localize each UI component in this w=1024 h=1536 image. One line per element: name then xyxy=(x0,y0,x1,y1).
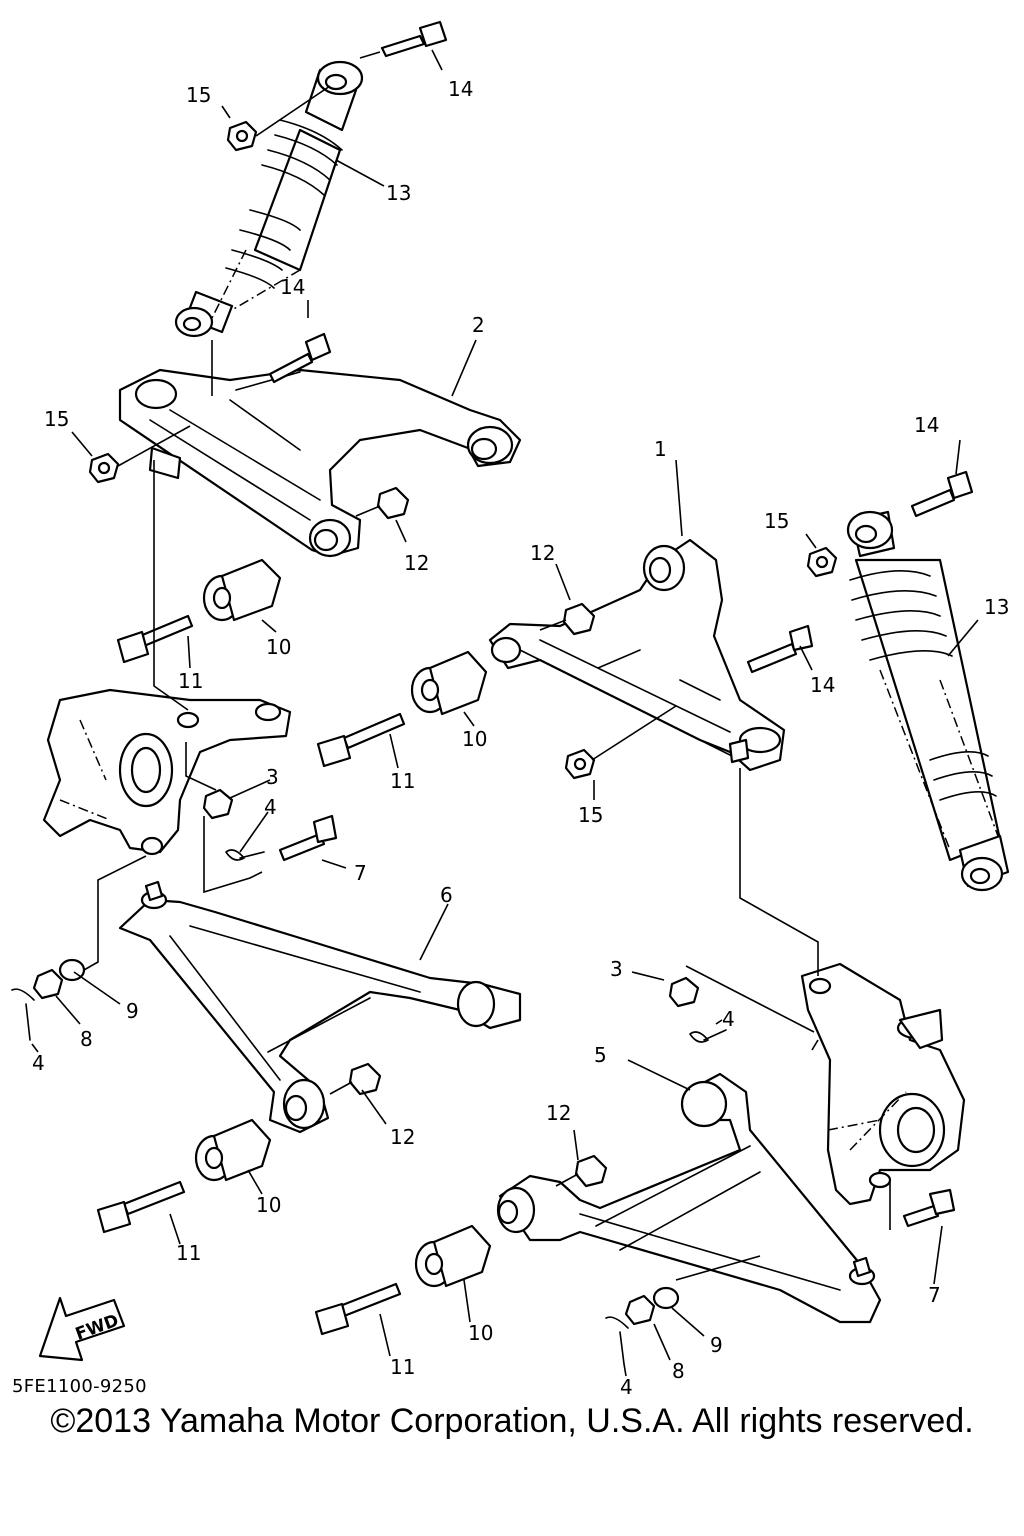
cotter-pin-left-upper[interactable] xyxy=(225,849,265,861)
callout-4: 4 xyxy=(722,1007,735,1031)
upper-arm-left[interactable] xyxy=(488,538,786,772)
callout-10: 10 xyxy=(266,635,291,659)
callout-15: 15 xyxy=(764,509,789,533)
shock-absorber-right[interactable] xyxy=(846,510,1010,892)
callout-12: 12 xyxy=(530,541,555,565)
bolt-arm-right-rear[interactable] xyxy=(268,332,332,384)
callout-4: 4 xyxy=(32,1051,45,1075)
callout-4: 4 xyxy=(264,795,277,819)
callout-1: 1 xyxy=(654,437,667,461)
callout-9: 9 xyxy=(710,1333,723,1357)
cotter-pin-lower-right[interactable] xyxy=(605,1316,629,1365)
callout-13: 13 xyxy=(386,181,411,205)
collar-upper-left[interactable] xyxy=(539,602,596,636)
bolt-bushing-upper-left[interactable] xyxy=(316,712,406,768)
callout-leaders xyxy=(31,49,979,1377)
bushing-upper-left[interactable] xyxy=(410,650,488,716)
bolt-shock-upper-left[interactable] xyxy=(359,20,448,59)
callout-15: 15 xyxy=(44,407,69,431)
callout-10: 10 xyxy=(462,727,487,751)
callout-14: 14 xyxy=(810,673,835,697)
callout-8: 8 xyxy=(80,1027,93,1051)
callout-3: 3 xyxy=(610,957,623,981)
callout-14: 14 xyxy=(914,413,939,437)
callout-8: 8 xyxy=(672,1359,685,1383)
nut-lower-left[interactable] xyxy=(32,968,64,1000)
knuckle-right[interactable] xyxy=(800,962,966,1206)
callout-7: 7 xyxy=(354,861,367,885)
bushing-upper-right[interactable] xyxy=(202,558,282,622)
callout-12: 12 xyxy=(546,1101,571,1125)
collar-upper-right[interactable] xyxy=(355,486,410,520)
cotter-pin-lower-left[interactable] xyxy=(11,988,35,1041)
bolt-bushing-lower-right[interactable] xyxy=(314,1282,402,1336)
fwd-arrow-icon: FWD xyxy=(38,1296,126,1362)
shock-absorber-left[interactable] xyxy=(174,60,364,338)
callout-13: 13 xyxy=(984,595,1009,619)
bolt-knuckle-right[interactable] xyxy=(902,1188,956,1228)
washer-right[interactable] xyxy=(652,1286,680,1310)
callout-10: 10 xyxy=(256,1193,281,1217)
callout-11: 11 xyxy=(178,669,203,693)
callout-2: 2 xyxy=(472,313,485,337)
knuckle-left[interactable] xyxy=(42,688,292,856)
nut-arm-left[interactable] xyxy=(564,705,677,780)
callout-14: 14 xyxy=(448,77,473,101)
callout-7: 7 xyxy=(928,1283,941,1307)
nut-shock-upper-right[interactable] xyxy=(806,546,838,578)
callout-11: 11 xyxy=(390,1355,415,1379)
callout-11: 11 xyxy=(176,1241,201,1265)
callout-12: 12 xyxy=(404,551,429,575)
nut-lower-right[interactable] xyxy=(624,1294,656,1326)
exploded-parts-diagram: FWD 14 15 13 14 2 15 12 10 11 1 12 14 15… xyxy=(11,20,1010,1399)
connection-lines xyxy=(83,340,891,1281)
bolt-bushing-lower-left[interactable] xyxy=(96,1180,186,1234)
nut-arm-right[interactable] xyxy=(88,425,191,484)
callout-6: 6 xyxy=(440,883,453,907)
bolt-bushing-upper-right[interactable] xyxy=(116,614,194,664)
callouts: 14 15 13 14 2 15 12 10 11 1 12 14 15 13 … xyxy=(32,77,1009,1399)
cotter-pin-right-upper[interactable] xyxy=(689,1029,727,1043)
callout-9: 9 xyxy=(126,999,139,1023)
nut-shock-upper-left[interactable] xyxy=(226,85,331,152)
callout-14: 14 xyxy=(280,275,305,299)
collar-lower-left[interactable] xyxy=(329,1062,382,1096)
diagram-part-code: 5FE1100-9250 xyxy=(12,1376,147,1397)
callout-10: 10 xyxy=(468,1321,493,1345)
bolt-arm-left-rear[interactable] xyxy=(746,624,814,674)
bushing-lower-left[interactable] xyxy=(194,1118,272,1182)
callout-3: 3 xyxy=(266,765,279,789)
callout-12: 12 xyxy=(390,1125,415,1149)
callout-11: 11 xyxy=(390,769,415,793)
collar-lower-right[interactable] xyxy=(555,1154,608,1188)
bushing-lower-right[interactable] xyxy=(414,1224,492,1288)
lower-arm-left[interactable] xyxy=(118,880,522,1134)
bolt-shock-upper-right[interactable] xyxy=(910,470,974,518)
upper-arm-right[interactable] xyxy=(118,368,522,558)
lower-arm-right[interactable] xyxy=(496,1072,882,1324)
castle-nut-right-upper[interactable] xyxy=(668,976,700,1008)
callout-15: 15 xyxy=(186,83,211,107)
copyright-notice: ©2013 Yamaha Motor Corporation, U.S.A. A… xyxy=(50,1402,974,1440)
bolt-knuckle-left[interactable] xyxy=(278,814,338,862)
castle-nut-left-upper[interactable] xyxy=(202,788,234,820)
callout-4: 4 xyxy=(620,1375,633,1399)
callout-5: 5 xyxy=(594,1043,607,1067)
callout-15: 15 xyxy=(578,803,603,827)
